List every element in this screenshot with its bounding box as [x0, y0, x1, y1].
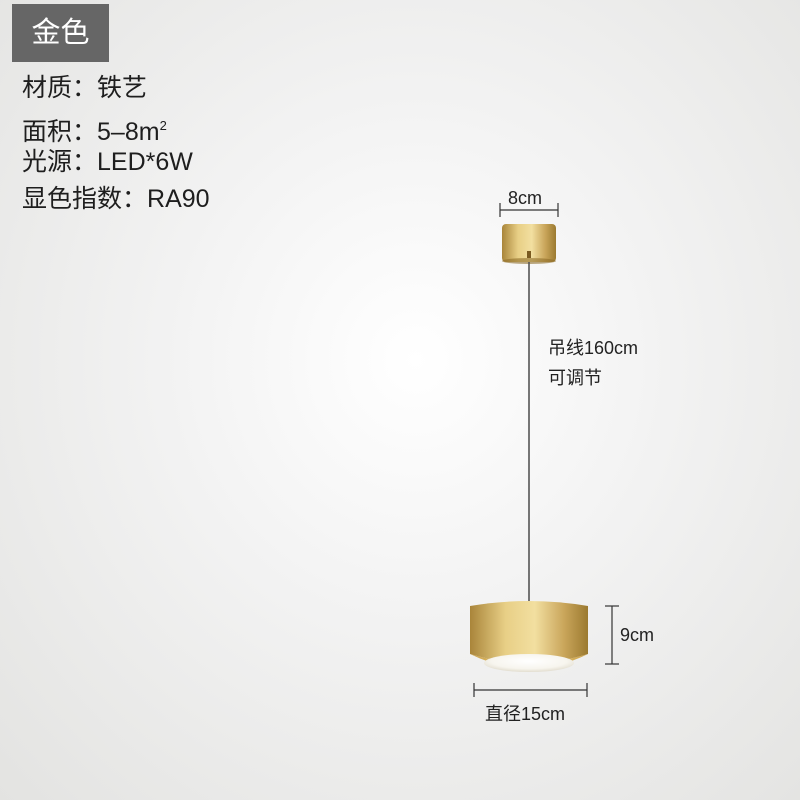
spec-light-source: 光源：LED*6W [22, 144, 210, 181]
lamp-shade [470, 601, 588, 672]
shade-height-dimension [605, 605, 619, 665]
spec-cri-label: 显色指数： [22, 185, 148, 213]
ceiling-canopy [502, 224, 556, 264]
shade-diameter-dimension [473, 683, 588, 697]
spec-cri: 显色指数：RA90 [22, 181, 210, 218]
spec-list: 材质：铁艺 面积：5–8m2 光源：LED*6W 显色指数：RA90 [22, 70, 210, 218]
color-variant-tag: 金色 [12, 4, 109, 62]
spec-material: 材质：铁艺 [22, 70, 210, 107]
spec-material-value: 铁艺 [97, 74, 148, 102]
canopy-width-label: 8cm [508, 188, 543, 208]
spec-light-source-value: LED*6W [97, 148, 193, 176]
cable-adjustable-note: 可调节 [548, 368, 602, 388]
spec-area: 面积：5–8m2 [22, 107, 210, 146]
spec-area-label: 面积： [22, 118, 98, 146]
shade-diameter-label: 直径15cm [485, 704, 566, 724]
cable-length-label: 吊线160cm [548, 338, 639, 358]
spec-material-label: 材质： [22, 74, 98, 102]
shade-height-label: 9cm [620, 625, 655, 645]
spec-light-source-label: 光源： [22, 148, 98, 176]
spec-cri-value: RA90 [147, 185, 210, 213]
spec-area-superscript: 2 [159, 118, 167, 133]
spec-area-value: 5–8m [97, 118, 160, 146]
canopy-width-dimension [499, 203, 559, 217]
